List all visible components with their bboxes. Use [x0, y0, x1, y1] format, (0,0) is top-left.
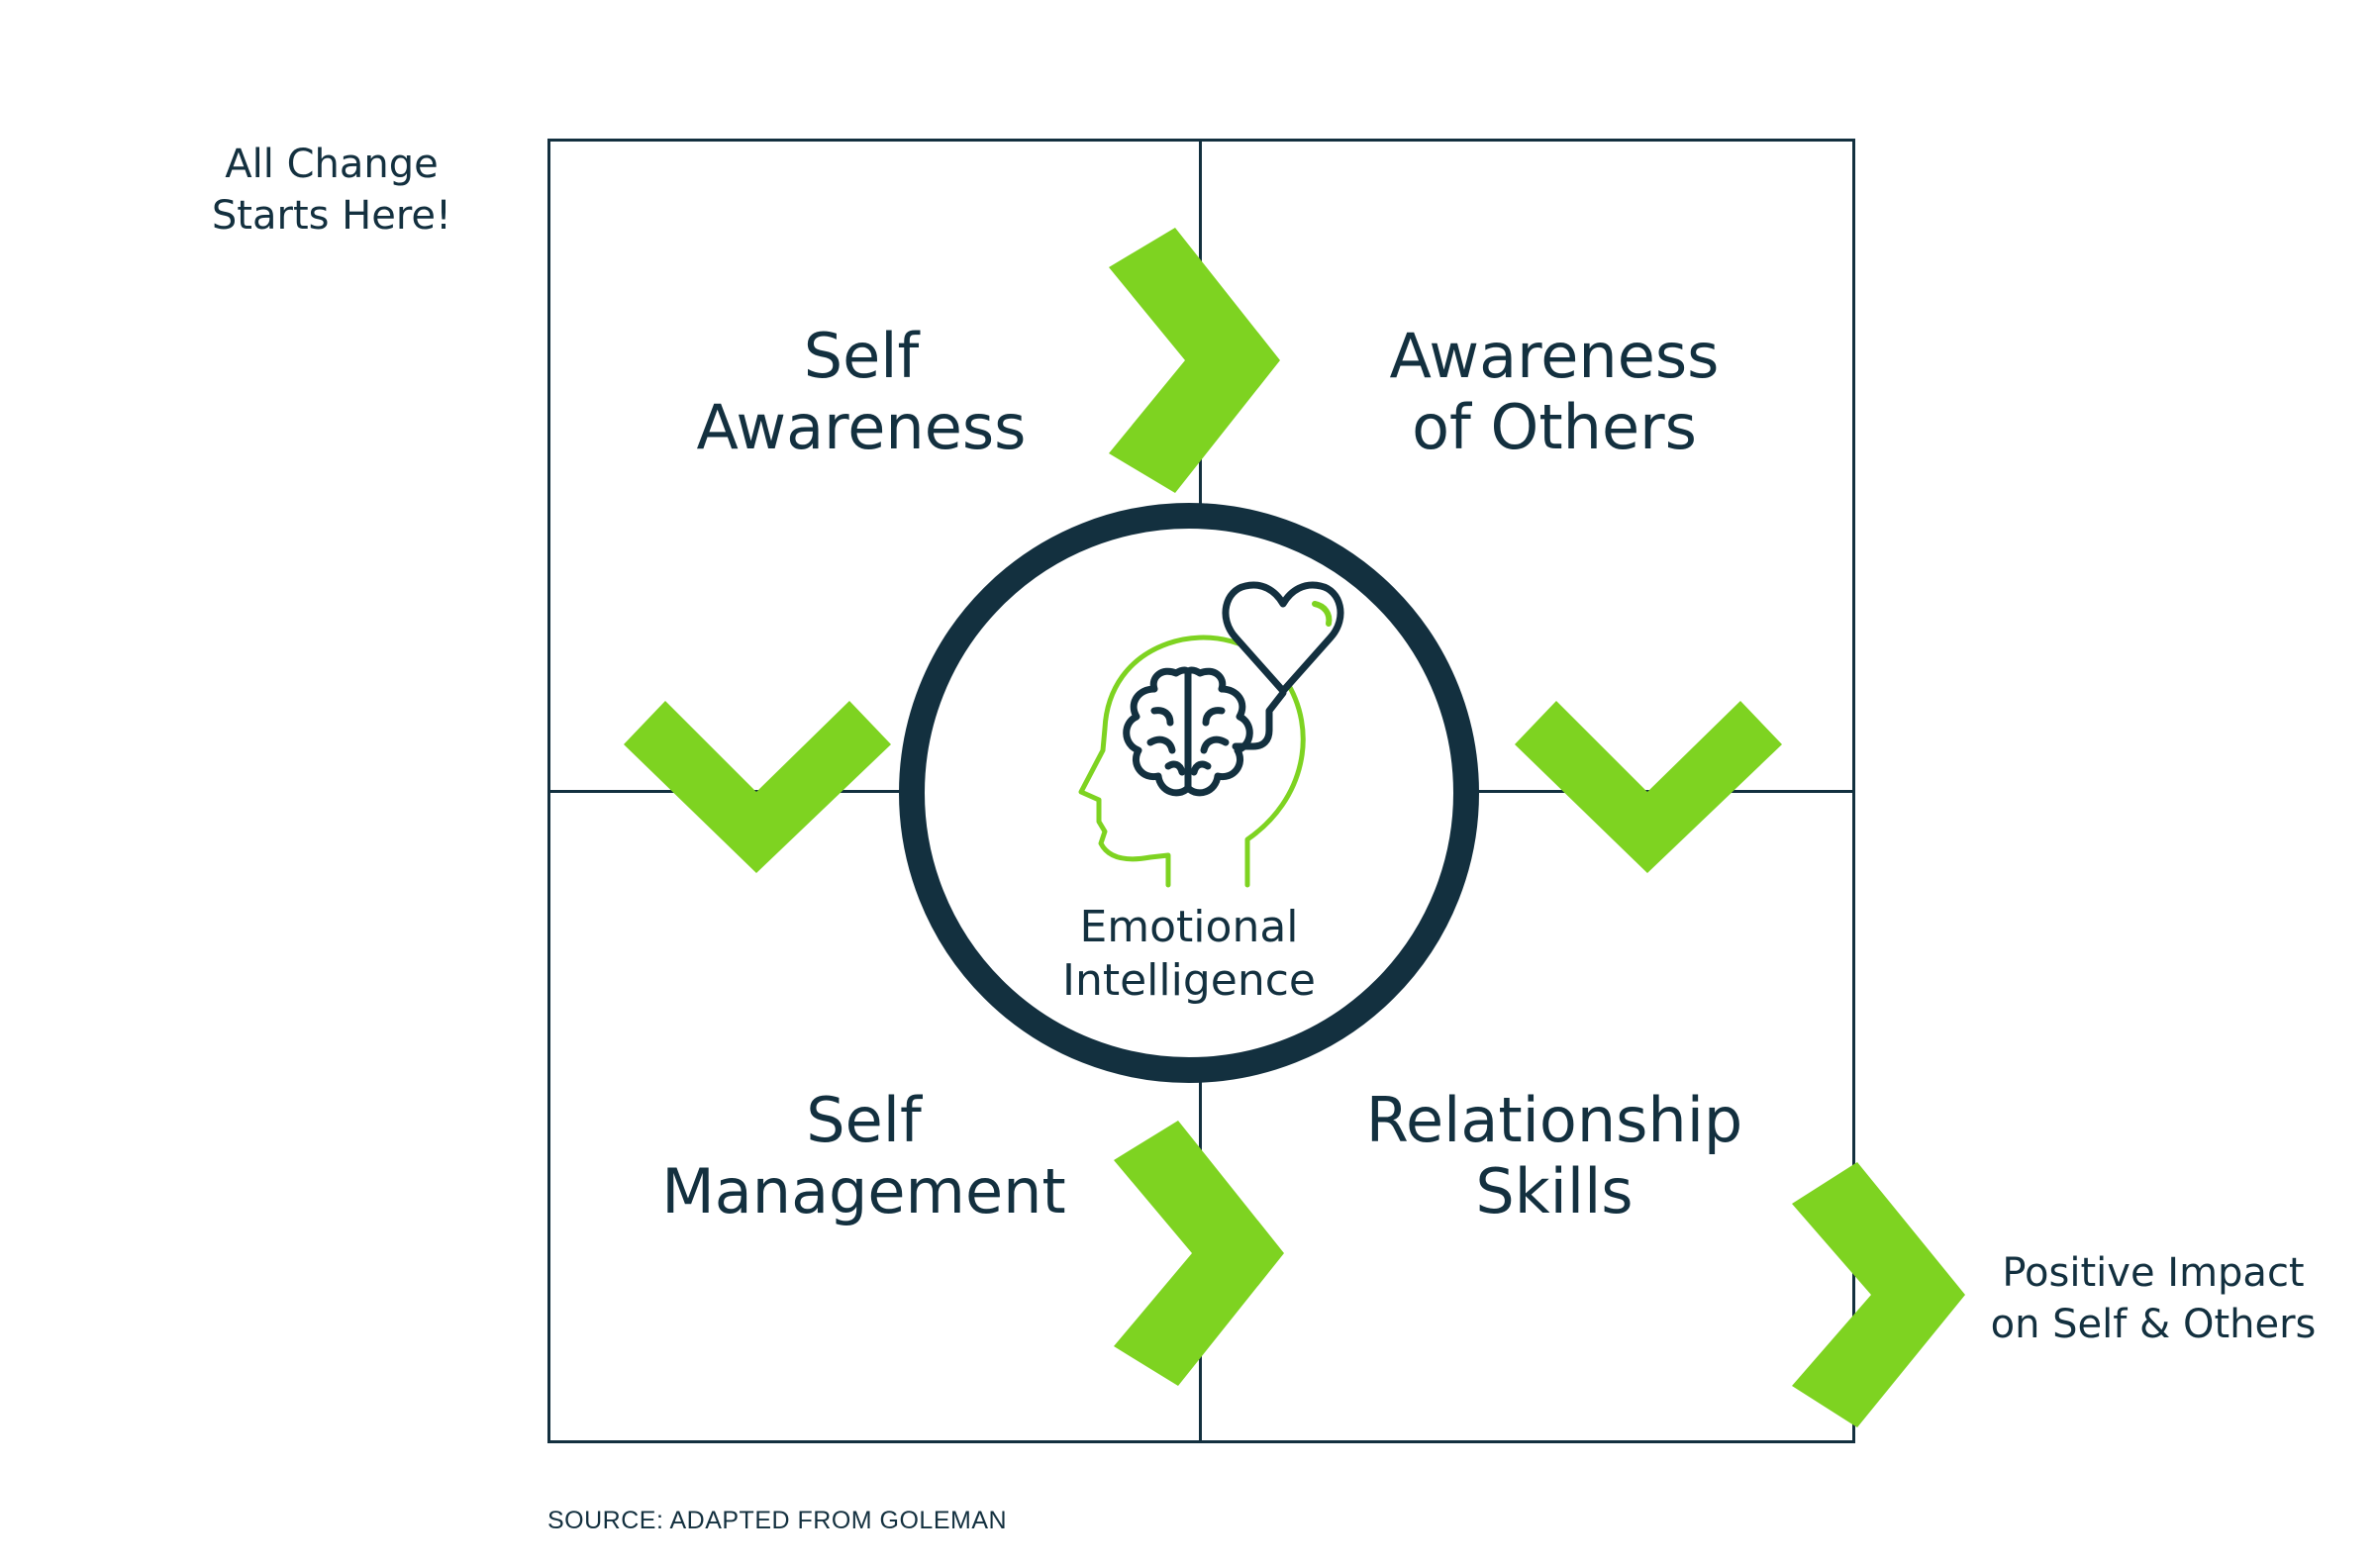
quadrant-awareness-of-others-line-2: of Others: [1412, 391, 1697, 463]
quadrant-self-awareness-line-2: Awareness: [696, 391, 1027, 463]
start-note-line-2: Starts Here!: [211, 193, 452, 239]
impact-note-line-1: Positive Impact: [2002, 1250, 2305, 1296]
start-note: All Change Starts Here!: [149, 139, 515, 242]
quadrant-relationship-skills: Relationship Skills: [1297, 1085, 1812, 1227]
quadrant-self-awareness: Self Awareness: [604, 321, 1119, 463]
start-note-line-1: All Change: [225, 142, 439, 187]
head-brain-heart-icon: [1078, 581, 1344, 888]
center-label-line-2: Intelligence: [1061, 955, 1316, 1006]
quadrant-self-management: Self Management: [594, 1085, 1134, 1227]
source-note: SOURCE: ADAPTED FROM GOLEMAN: [547, 1507, 1008, 1534]
center-label-line-1: Emotional: [1079, 902, 1299, 952]
impact-note: Positive Impact on Self & Others: [1935, 1247, 2371, 1350]
center-label: Emotional Intelligence: [1000, 901, 1378, 1008]
chevron-right-icon: [1109, 228, 1280, 493]
quadrant-self-management-line-2: Management: [661, 1155, 1066, 1227]
chevron-down-icon: [624, 701, 891, 873]
quadrant-self-awareness-line-1: Self: [803, 320, 920, 392]
impact-note-line-2: on Self & Others: [1990, 1302, 2317, 1347]
quadrant-relationship-skills-line-2: Skills: [1475, 1155, 1634, 1227]
quadrant-relationship-skills-line-1: Relationship: [1365, 1084, 1743, 1156]
chevron-right-icon: [1792, 1162, 1965, 1427]
chevron-right-icon: [1114, 1121, 1284, 1386]
quadrant-awareness-of-others-line-1: Awareness: [1389, 320, 1720, 392]
quadrant-self-management-line-1: Self: [806, 1084, 922, 1156]
chevron-down-icon: [1515, 701, 1782, 873]
quadrant-awareness-of-others: Awareness of Others: [1307, 321, 1802, 463]
